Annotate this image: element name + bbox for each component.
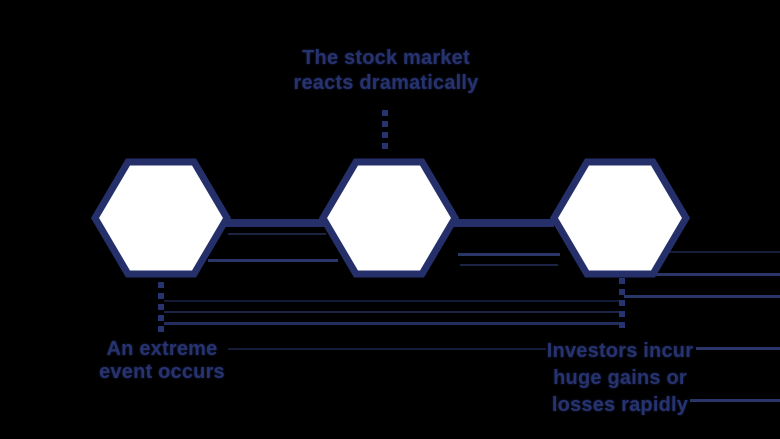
bottom-right-caption-line2: huge gains or bbox=[553, 367, 687, 389]
dot bbox=[382, 132, 388, 138]
dot bbox=[619, 289, 625, 295]
top-caption-line1: The stock market bbox=[302, 47, 470, 69]
top-caption: The stock market reacts dramatically bbox=[246, 46, 526, 96]
dot bbox=[158, 315, 164, 321]
dot bbox=[158, 326, 164, 332]
faint-line bbox=[624, 295, 780, 298]
hexagon-step-2 bbox=[319, 158, 459, 278]
faint-line bbox=[228, 348, 546, 350]
dot bbox=[158, 293, 164, 299]
dot bbox=[158, 304, 164, 310]
dot bbox=[382, 143, 388, 149]
bottom-left-caption: An extreme event occurs bbox=[62, 338, 262, 384]
dot bbox=[382, 110, 388, 116]
hexagon-shape bbox=[319, 158, 459, 278]
connector-bar-left bbox=[224, 219, 324, 227]
bottom-right-caption-line1: Investors incur bbox=[546, 340, 694, 362]
dot bbox=[158, 282, 164, 288]
bottom-right-caption: Investors incur huge gains or losses rap… bbox=[520, 338, 720, 419]
faint-line bbox=[164, 322, 622, 325]
dot bbox=[619, 311, 625, 317]
faint-line bbox=[650, 273, 780, 276]
dot bbox=[619, 322, 625, 328]
dot bbox=[382, 121, 388, 127]
hexagon-shape bbox=[91, 158, 231, 278]
dotted-leader-bottom-right bbox=[619, 278, 625, 333]
faint-line bbox=[164, 300, 620, 302]
dotted-leader-top bbox=[382, 110, 388, 154]
top-caption-line2: reacts dramatically bbox=[293, 72, 479, 94]
hexagon-shape bbox=[550, 158, 690, 278]
faint-line bbox=[696, 347, 780, 350]
hexagon-step-1 bbox=[91, 158, 231, 278]
dot bbox=[619, 300, 625, 306]
bottom-right-caption-line3: losses rapidly bbox=[551, 394, 689, 416]
dot bbox=[619, 278, 625, 284]
dotted-leader-bottom-left bbox=[158, 282, 164, 337]
faint-line bbox=[668, 251, 780, 253]
faint-line bbox=[228, 233, 326, 235]
faint-line bbox=[690, 399, 780, 402]
faint-line bbox=[458, 253, 560, 256]
faint-line bbox=[164, 311, 620, 313]
faint-line bbox=[208, 259, 338, 262]
bottom-left-caption-line1: An extreme bbox=[106, 338, 218, 360]
connector-bar-right bbox=[452, 219, 554, 227]
hexagon-step-3 bbox=[550, 158, 690, 278]
bottom-left-caption-line2: event occurs bbox=[99, 361, 225, 383]
faint-line bbox=[460, 264, 558, 266]
